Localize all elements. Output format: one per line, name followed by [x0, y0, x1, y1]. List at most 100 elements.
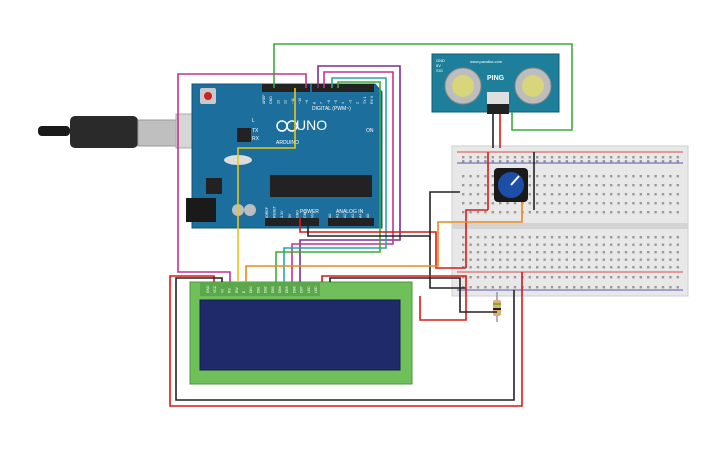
breadboard-hole[interactable] [565, 243, 568, 246]
breadboard-hole[interactable] [565, 175, 568, 178]
breadboard-hole[interactable] [499, 202, 502, 205]
breadboard-hole[interactable] [580, 193, 583, 196]
breadboard-hole[interactable] [543, 266, 546, 269]
breadboard-hole[interactable] [647, 236, 650, 239]
breadboard-hole[interactable] [654, 251, 657, 254]
breadboard-hole[interactable] [676, 258, 679, 261]
breadboard-hole[interactable] [550, 160, 554, 163]
breadboard-hole[interactable] [550, 175, 554, 178]
breadboard-hole[interactable] [654, 276, 657, 279]
breadboard-hole[interactable] [587, 276, 591, 279]
breadboard-hole[interactable] [587, 251, 591, 254]
breadboard-hole[interactable] [617, 276, 620, 279]
breadboard-hole[interactable] [632, 286, 635, 289]
breadboard-hole[interactable] [669, 251, 672, 254]
breadboard-hole[interactable] [528, 184, 531, 187]
breadboard-hole[interactable] [580, 211, 583, 214]
breadboard-hole[interactable] [595, 193, 598, 196]
breadboard-hole[interactable] [617, 211, 620, 214]
breadboard-hole[interactable] [632, 160, 635, 163]
breadboard-hole[interactable] [573, 211, 576, 214]
breadboard-hole[interactable] [469, 211, 472, 214]
breadboard-hole[interactable] [624, 266, 628, 269]
breadboard-hole[interactable] [632, 251, 635, 254]
breadboard-hole[interactable] [484, 243, 487, 246]
breadboard-hole[interactable] [654, 243, 657, 246]
breadboard-hole[interactable] [499, 243, 502, 246]
breadboard-hole[interactable] [632, 202, 635, 205]
breadboard-hole[interactable] [521, 243, 524, 246]
breadboard-hole[interactable] [536, 251, 539, 254]
breadboard-hole[interactable] [587, 243, 591, 246]
breadboard-hole[interactable] [632, 266, 635, 269]
breadboard-hole[interactable] [476, 276, 480, 279]
breadboard-hole[interactable] [558, 184, 561, 187]
breadboard-hole[interactable] [617, 266, 620, 269]
breadboard-hole[interactable] [469, 160, 472, 163]
breadboard-hole[interactable] [469, 175, 472, 178]
breadboard-hole[interactable] [513, 156, 517, 159]
breadboard-hole[interactable] [462, 175, 465, 178]
breadboard-hole[interactable] [669, 202, 672, 205]
breadboard-hole[interactable] [506, 276, 509, 279]
breadboard-hole[interactable] [536, 202, 539, 205]
breadboard-hole[interactable] [462, 160, 465, 163]
breadboard-hole[interactable] [639, 160, 642, 163]
breadboard-hole[interactable] [558, 193, 561, 196]
breadboard-hole[interactable] [639, 251, 642, 254]
breadboard-hole[interactable] [565, 276, 568, 279]
breadboard-hole[interactable] [565, 156, 568, 159]
breadboard-hole[interactable] [484, 276, 487, 279]
breadboard-hole[interactable] [610, 258, 613, 261]
breadboard-hole[interactable] [513, 202, 517, 205]
breadboard-hole[interactable] [617, 156, 620, 159]
breadboard-hole[interactable] [661, 236, 665, 239]
breadboard-hole[interactable] [610, 251, 613, 254]
breadboard-hole[interactable] [661, 286, 665, 289]
breadboard-hole[interactable] [676, 286, 679, 289]
breadboard-hole[interactable] [528, 193, 531, 196]
breadboard-hole[interactable] [565, 251, 568, 254]
breadboard-hole[interactable] [558, 202, 561, 205]
breadboard-hole[interactable] [506, 258, 509, 261]
breadboard-hole[interactable] [617, 286, 620, 289]
breadboard-hole[interactable] [587, 175, 591, 178]
breadboard-hole[interactable] [476, 184, 480, 187]
breadboard-hole[interactable] [573, 243, 576, 246]
breadboard-hole[interactable] [543, 286, 546, 289]
breadboard-hole[interactable] [476, 266, 480, 269]
breadboard-hole[interactable] [484, 175, 487, 178]
breadboard-hole[interactable] [528, 251, 531, 254]
breadboard-hole[interactable] [587, 286, 591, 289]
breadboard-hole[interactable] [565, 184, 568, 187]
breadboard-hole[interactable] [676, 184, 679, 187]
breadboard-hole[interactable] [491, 266, 494, 269]
breadboard-hole[interactable] [580, 184, 583, 187]
breadboard-hole[interactable] [587, 258, 591, 261]
breadboard-hole[interactable] [676, 236, 679, 239]
breadboard-hole[interactable] [661, 156, 665, 159]
breadboard-hole[interactable] [669, 276, 672, 279]
breadboard-hole[interactable] [462, 276, 465, 279]
breadboard-hole[interactable] [647, 258, 650, 261]
breadboard-hole[interactable] [565, 236, 568, 239]
breadboard-hole[interactable] [550, 258, 554, 261]
breadboard-hole[interactable] [580, 286, 583, 289]
breadboard-hole[interactable] [558, 160, 561, 163]
breadboard-hole[interactable] [595, 211, 598, 214]
breadboard-hole[interactable] [647, 175, 650, 178]
breadboard-hole[interactable] [639, 184, 642, 187]
breadboard-hole[interactable] [602, 251, 605, 254]
breadboard-hole[interactable] [543, 211, 546, 214]
breadboard-hole[interactable] [595, 160, 598, 163]
breadboard-hole[interactable] [580, 202, 583, 205]
breadboard-hole[interactable] [521, 156, 524, 159]
breadboard-hole[interactable] [624, 243, 628, 246]
breadboard-hole[interactable] [491, 236, 494, 239]
breadboard-hole[interactable] [513, 211, 517, 214]
breadboard-hole[interactable] [661, 160, 665, 163]
breadboard-hole[interactable] [543, 243, 546, 246]
breadboard-hole[interactable] [462, 243, 465, 246]
breadboard-hole[interactable] [513, 243, 517, 246]
breadboard-hole[interactable] [558, 236, 561, 239]
